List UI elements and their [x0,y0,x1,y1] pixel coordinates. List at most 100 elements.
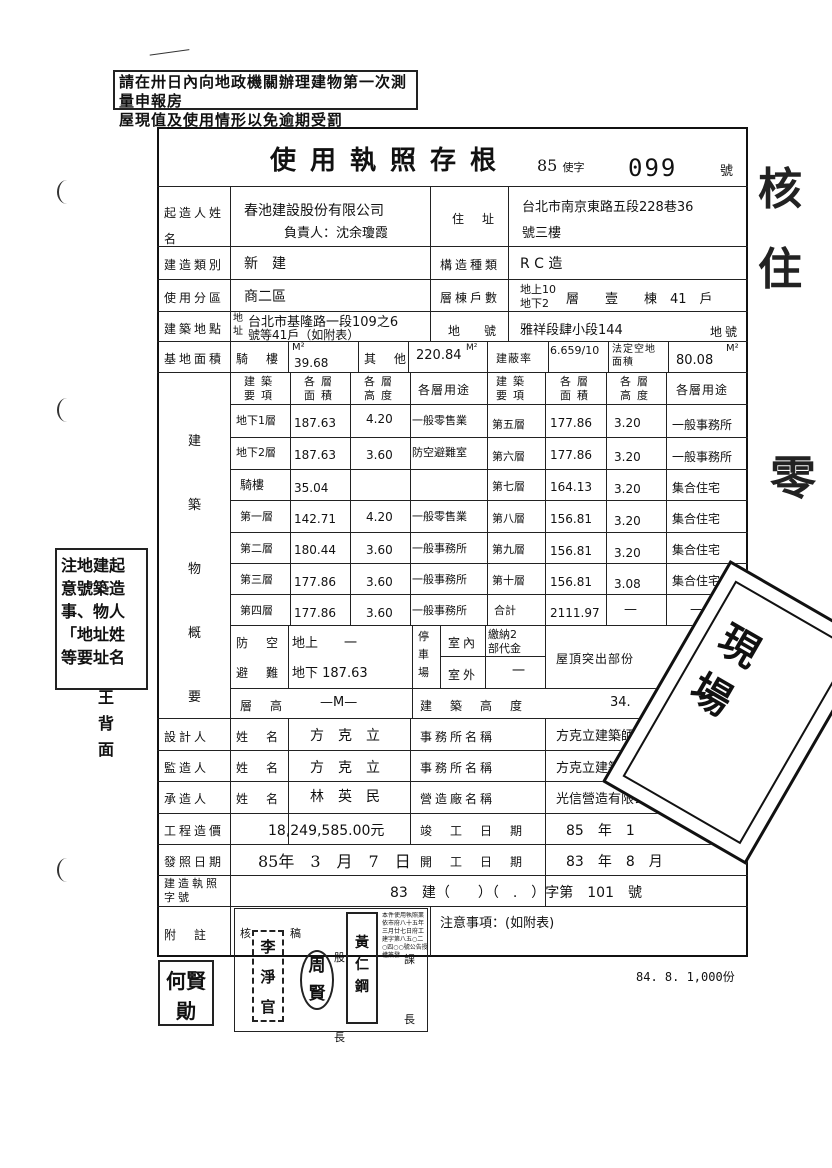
zone-label: 使用分區 [164,291,225,305]
building-summary-label: 建築物概要 [188,434,205,705]
floor-area: 187.63 [294,448,336,462]
header-height-left: 各層高度 [364,375,398,402]
address-line-2: 號三樓 [522,226,562,241]
approval-box [234,908,428,1032]
indoor-label: 室內 [448,636,479,650]
floor-height: 3.20 [614,514,641,528]
header-height-right: 各層高度 [620,375,654,402]
header-item-right: 建築要項 [496,375,530,402]
arcade-unit: M² [292,342,305,353]
floor-height: 3.20 [614,482,641,496]
site-address-2: 號等41戶（如附表） [248,328,360,342]
floor-height: 3.60 [366,606,393,620]
floor-name: 第八層 [492,512,525,525]
base-label: 基地面積 [164,352,225,366]
floor-name: 第十層 [492,574,525,587]
floor-use: 集合住宅 [672,512,721,526]
issue-date-label: 發照日期 [164,855,225,869]
side-notice-tail: 王 背 面 [97,688,114,759]
floor-use: 集合住宅 [672,574,721,588]
floor-name: 第二層 [240,542,273,555]
cost-value: 18,249,585.00元 [268,823,385,839]
header-item-left: 建築要項 [244,375,278,402]
roof-label: 屋頂突出部份 [556,652,635,666]
shelter-above: 地上 一 [292,636,358,651]
floor-use: 一般事務所 [412,542,467,555]
title-year: 85 使字 [537,156,585,175]
floor-area: 156.81 [550,575,592,589]
floor-use: 一般事務所 [412,573,467,586]
floor-use: 集合住宅 [672,481,721,495]
zone-value: 商二區 [244,289,286,305]
floors-above: 地上10 [520,283,556,296]
floor-height: 4.20 [366,510,393,524]
floor-name: 騎樓 [240,478,265,492]
right-margin-stamp: 核住 [758,164,802,295]
hole-mark [57,398,77,422]
approval-gao: 稿 [290,927,304,940]
seal-huang-rengang: 黃仁鋼 [346,912,378,1024]
top-notice-line-1: 請在卅日內向地政機關辦理建物第一次測量申報房 [119,73,408,110]
floor-height: 3.20 [614,450,641,464]
open-label: 法定空地面積 [612,344,656,368]
floor-name: 地下2層 [236,446,276,459]
permit-value: 83 建（ ）（ . ）字第 101 號 [390,885,642,901]
completion-date-value: 85 年 1 [566,823,635,839]
title-hao: 號 [720,164,734,179]
start-date-label: 開 工 日 期 [420,855,526,869]
floor-height: 3.20 [614,546,641,560]
structure-value: R C 造 [520,256,563,272]
title-number: 099 [628,154,678,182]
form-title: 使用執照存根 [270,146,511,176]
floor-use: 一般零售業 [412,414,467,427]
person-name: 林 英 民 [310,789,380,805]
side-notice-line: 等要址名 [61,648,126,667]
cost-label: 工程造價 [164,824,225,838]
floor-height: 3.60 [366,575,393,589]
hole-mark [57,180,77,204]
side-notice-line: 事、物人 [61,602,126,621]
address-label: 住址 [452,212,513,226]
indoor-value-2: 部代金 [488,642,521,655]
side-notice-line: 意號築造 [61,579,126,598]
floor-area: 177.86 [550,448,592,462]
floor-area: 2111.97 [550,606,600,620]
building-height-label: 建 築 高 度 [420,699,526,713]
handwritten-scribble [146,27,190,56]
builder-rep: 負責人：沈余瓊霞 [284,226,389,241]
lot-suffix: 地號 [710,325,741,339]
lot-label: 地 號 [448,324,503,338]
remark-notice: 注意事項：(如附表) [440,916,555,931]
hole-mark [57,858,77,882]
floor-area: 156.81 [550,512,592,526]
completion-date-label: 竣 工 日 期 [420,824,526,838]
floor-area: 177.86 [294,606,336,620]
issue-date-value: 85年 3 月 7 日 [258,852,411,871]
floor-name: 第四層 [240,604,273,617]
seal-he-xianxun: 何賢勛 [158,960,214,1026]
floors-label: 層棟戶數 [440,291,501,305]
coverage-value: 6.659/10 [550,344,600,357]
approval-he: 核 [240,927,254,940]
address-line-1: 台北市南京東路五段228巷36 [522,200,694,215]
floor-name: 第九層 [492,543,525,556]
floor-area: 187.63 [294,416,336,430]
floor-use: 集合住宅 [672,543,721,557]
seal-li-jingguan: 李淨官 [252,930,284,1022]
permit-form [157,127,748,957]
floor-height: — [624,602,637,617]
other-unit: M² [466,343,478,353]
shelter-label-2: 避 難 [236,666,282,680]
parking-label: 停車場 [418,630,432,679]
person-firm-label: 事務所名稱 [420,761,496,775]
floor-name: 地下1層 [236,414,276,427]
floors-below: 地下2 [520,297,549,310]
structure-label: 構造種類 [440,258,501,272]
open-value: 80.08 [676,353,714,368]
approval-section-chief: 股長 [334,951,348,1044]
floor-use: 一般事務所 [672,418,733,432]
header-area-left: 各層面積 [304,375,338,402]
approval-division-chief: 課長 [404,953,418,1026]
right-margin-stamp-2: 零 [770,451,816,505]
person-name-label: 姓 名 [236,730,282,744]
